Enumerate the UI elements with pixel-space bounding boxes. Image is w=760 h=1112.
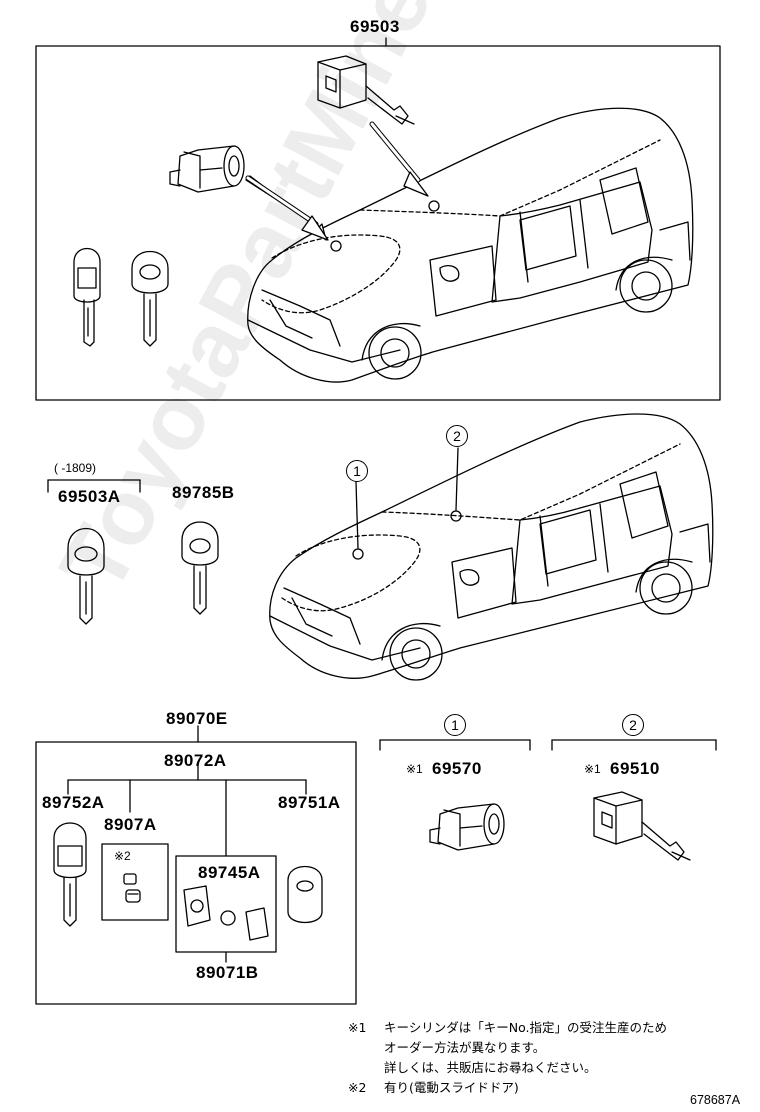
door-lock-cylinder-illustration bbox=[317, 55, 415, 125]
key-icon bbox=[53, 822, 87, 927]
callout-group-2 bbox=[551, 739, 717, 751]
note-2-line-1: 有り(電動スライドドア) bbox=[384, 1080, 519, 1095]
key-icon bbox=[73, 247, 101, 347]
callout-1: 1 bbox=[346, 460, 368, 482]
note-1-mark: ※1 bbox=[348, 1020, 367, 1035]
part-label-89745A: 89745A bbox=[198, 863, 261, 882]
diagram-id: 678687A bbox=[690, 1093, 741, 1107]
key-69503A-group bbox=[47, 479, 141, 493]
callout-2-lower: 2 bbox=[622, 714, 644, 736]
button-cover-illustration bbox=[123, 873, 141, 903]
car-middle-illustration bbox=[269, 413, 714, 681]
note-1-line-3: 詳しくは、共販店にお尋ねください。 bbox=[384, 1060, 597, 1075]
callout-2: 2 bbox=[446, 425, 468, 447]
part-label-69570: 69570 bbox=[432, 759, 482, 778]
part-label-89071B: 89071B bbox=[196, 963, 259, 982]
key-icon bbox=[181, 521, 219, 615]
callout-group-1 bbox=[379, 739, 531, 751]
ignition-cylinder-illustration bbox=[429, 803, 505, 851]
arrow-icon bbox=[245, 175, 329, 241]
note-mark-2: ※2 bbox=[114, 849, 131, 863]
part-label-89072A: 89072A bbox=[164, 751, 227, 770]
note-2-mark: ※2 bbox=[348, 1080, 367, 1095]
part-label-8907A: 8907A bbox=[104, 815, 157, 834]
part-label-69503: 69503 bbox=[350, 17, 400, 36]
key-fob-icon bbox=[287, 866, 323, 924]
part-label-89785B: 89785B bbox=[172, 483, 235, 502]
part-label-69503A: 69503A bbox=[58, 487, 121, 506]
kit-box-89070E bbox=[35, 725, 357, 1005]
car-top-illustration bbox=[247, 107, 694, 383]
part-label-89070E: 89070E bbox=[166, 709, 228, 728]
part-range-69503A: ( -1809) bbox=[54, 461, 97, 475]
remote-case-illustration bbox=[183, 885, 269, 941]
part-label-69510: 69510 bbox=[610, 759, 660, 778]
door-lock-cylinder-illustration bbox=[593, 791, 691, 861]
note-1-line-2: オーダー方法が異なります。 bbox=[384, 1040, 546, 1055]
part-label-89752A: 89752A bbox=[42, 793, 105, 812]
key-icon bbox=[67, 527, 105, 625]
part-label-89751A: 89751A bbox=[278, 793, 341, 812]
note-1-line-1: キーシリンダは「キーNo.指定」の受注生産のため bbox=[384, 1020, 668, 1035]
note-mark-1: ※1 bbox=[406, 762, 423, 776]
arrow-icon bbox=[369, 121, 429, 197]
note-mark-1: ※1 bbox=[584, 762, 601, 776]
callout-1-lower: 1 bbox=[444, 714, 466, 736]
kit-box-69503 bbox=[35, 37, 721, 401]
key-icon bbox=[131, 251, 169, 347]
ignition-cylinder-illustration bbox=[169, 145, 245, 193]
